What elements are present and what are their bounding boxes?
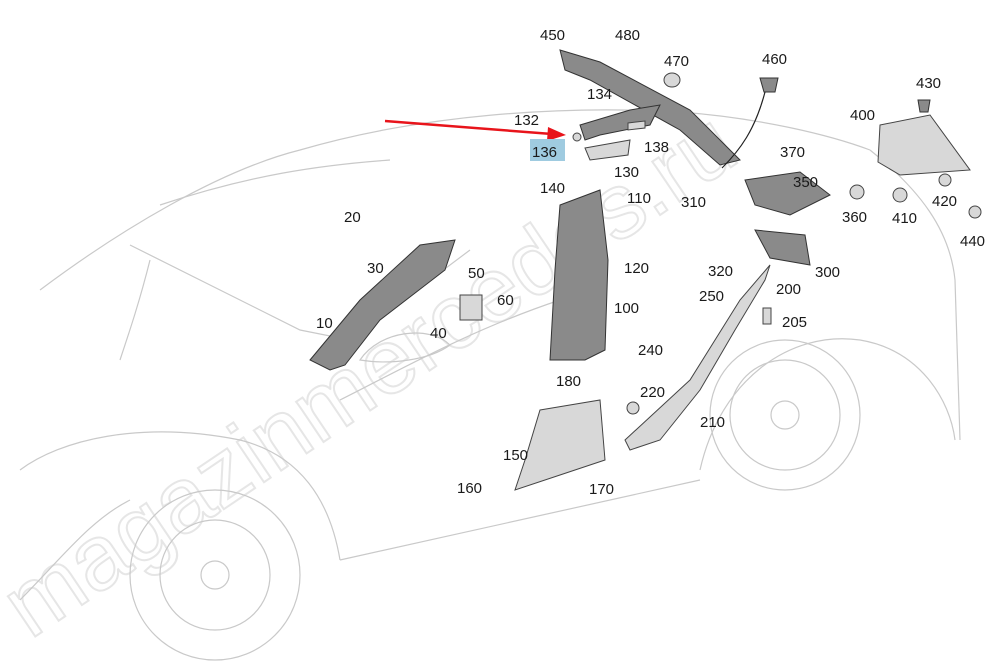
label-310[interactable]: 310: [681, 194, 706, 211]
label-170[interactable]: 170: [589, 481, 614, 498]
label-430[interactable]: 430: [916, 75, 941, 92]
label-220[interactable]: 220: [640, 384, 665, 401]
label-320[interactable]: 320: [708, 263, 733, 280]
part-60-bracket: [459, 294, 483, 321]
car-outline: [19, 109, 961, 661]
label-140[interactable]: 140: [540, 180, 565, 197]
label-350[interactable]: 350: [793, 174, 818, 191]
part-100-b-pillar: [549, 189, 609, 361]
label-240[interactable]: 240: [638, 342, 663, 359]
parts: [309, 49, 982, 491]
label-360[interactable]: 360: [842, 209, 867, 226]
label-100[interactable]: 100: [614, 300, 639, 317]
part-350-panel: [744, 171, 831, 216]
label-10[interactable]: 10: [316, 315, 333, 332]
label-130[interactable]: 130: [614, 164, 639, 181]
label-180[interactable]: 180: [556, 373, 581, 390]
label-110[interactable]: 110: [627, 190, 651, 207]
part-470-clip: [663, 72, 681, 88]
label-40[interactable]: 40: [430, 325, 447, 342]
label-30[interactable]: 30: [367, 260, 384, 277]
label-460[interactable]: 460: [762, 51, 787, 68]
part-200-sill-trim: [624, 264, 771, 451]
label-200[interactable]: 200: [776, 281, 801, 298]
watermark: magazinmercedes.ru: [0, 92, 753, 657]
label-205[interactable]: 205: [782, 314, 807, 331]
label-420[interactable]: 420: [932, 193, 957, 210]
part-205-pad: [762, 307, 772, 325]
part-10-a-pillar: [309, 239, 456, 371]
part-460-clip: [759, 77, 779, 93]
label-60[interactable]: 60: [497, 292, 514, 309]
label-370[interactable]: 370: [780, 144, 805, 161]
part-410-clip: [892, 187, 908, 203]
label-470[interactable]: 470: [664, 53, 689, 70]
part-400-panel: [877, 114, 971, 176]
label-400[interactable]: 400: [850, 107, 875, 124]
part-labels: 450 480 470 460 430 400 134 132 136 138 …: [316, 27, 985, 498]
part-430-clip: [917, 99, 931, 113]
part-130-handle: [584, 139, 631, 161]
pointer-arrow: [384, 119, 566, 141]
label-132[interactable]: 132: [514, 112, 539, 129]
part-440-clip: [968, 205, 982, 219]
part-150-lower-trim: [514, 399, 606, 491]
label-138[interactable]: 138: [644, 139, 669, 156]
label-120[interactable]: 120: [624, 260, 649, 277]
part-220-clip: [626, 401, 640, 415]
label-136[interactable]: 136: [532, 144, 557, 161]
part-420-clip: [938, 173, 952, 187]
part-136-nut: [572, 132, 582, 142]
part-300-panel: [754, 229, 811, 266]
label-150[interactable]: 150: [503, 447, 528, 464]
label-450[interactable]: 450: [540, 27, 565, 44]
part-132-bracket: [579, 104, 661, 141]
label-300[interactable]: 300: [815, 264, 840, 281]
label-50[interactable]: 50: [468, 265, 485, 282]
label-440[interactable]: 440: [960, 233, 985, 250]
highlight-136: [530, 139, 565, 161]
label-160[interactable]: 160: [457, 480, 482, 497]
label-210[interactable]: 210: [700, 414, 725, 431]
label-480[interactable]: 480: [615, 27, 640, 44]
label-250[interactable]: 250: [699, 288, 724, 305]
label-410[interactable]: 410: [892, 210, 917, 227]
label-134[interactable]: 134: [587, 86, 612, 103]
part-138-cover: [627, 120, 646, 131]
part-360-clip: [849, 184, 865, 200]
label-20[interactable]: 20: [344, 209, 361, 226]
